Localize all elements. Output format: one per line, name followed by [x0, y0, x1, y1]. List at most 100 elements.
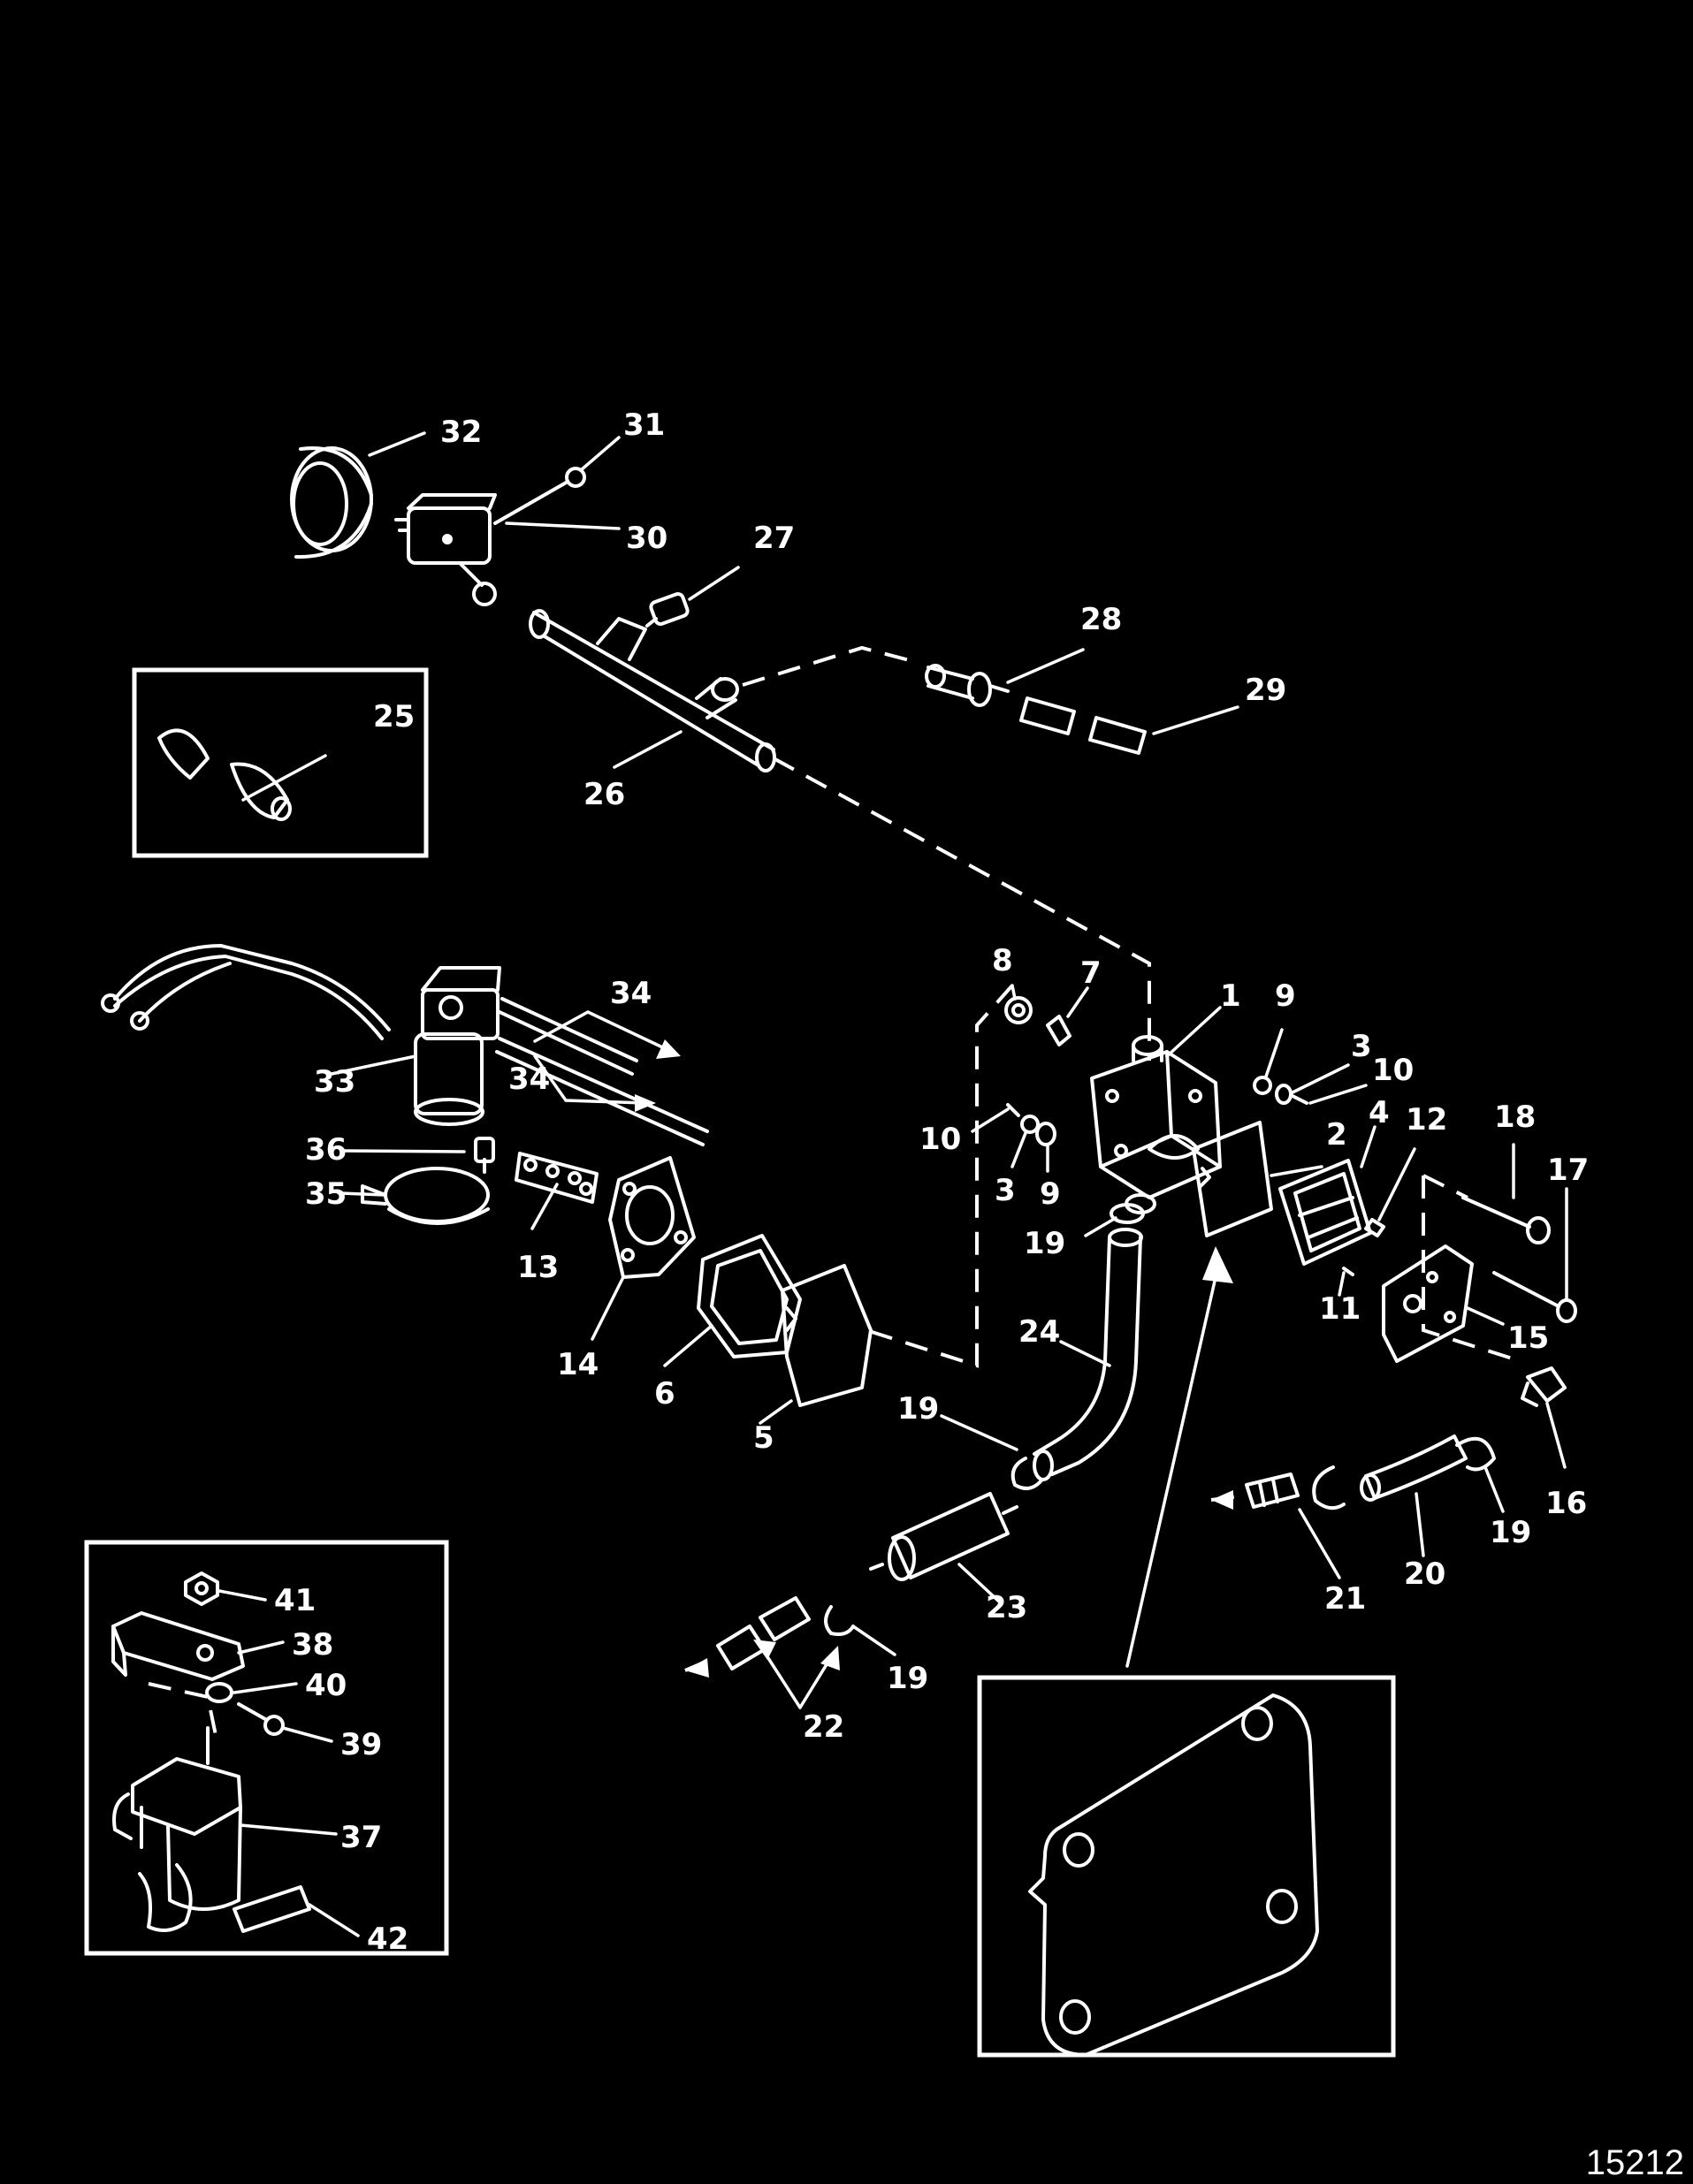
part-labels: 1 2 3 3 4 5 6 7 8 9 9 10 10 11 12 13 14 …	[274, 407, 1589, 1957]
inset-box-hose-25	[132, 667, 429, 858]
leader-lines	[217, 431, 1568, 1937]
part-42-hose	[138, 1863, 311, 1933]
part-33-electric-pump	[101, 944, 501, 1126]
label-1: 1	[1220, 978, 1241, 1014]
arrow-head-22-right	[820, 1646, 840, 1670]
part-2-diaphragm	[1192, 1121, 1273, 1237]
dashed-line-bracket-38	[148, 1682, 218, 1740]
label-20: 20	[1404, 1556, 1445, 1592]
part-8-washer	[1004, 996, 1033, 1024]
part-31-screw	[493, 467, 586, 525]
part-19-clamp-upper	[1110, 1203, 1145, 1224]
label-29: 29	[1245, 673, 1286, 708]
label-34-lower: 34	[508, 1062, 550, 1097]
label-15: 15	[1507, 1320, 1549, 1356]
label-3-right: 3	[1351, 1029, 1372, 1064]
part-19-clamp-bottom	[824, 1605, 855, 1636]
label-27: 27	[753, 521, 795, 556]
label-6: 6	[654, 1376, 675, 1412]
part-28-fitting	[925, 664, 1010, 707]
label-3-left: 3	[995, 1173, 1016, 1208]
part-17-bolt	[1492, 1271, 1577, 1323]
label-37: 37	[340, 1820, 382, 1855]
label-35: 35	[305, 1176, 347, 1212]
part-18-bolt	[1461, 1196, 1551, 1244]
part-13-gasket-strip	[515, 1152, 599, 1204]
part-24-hose	[1033, 1228, 1143, 1481]
label-12: 12	[1406, 1102, 1447, 1138]
part-27-fitting	[645, 591, 690, 628]
dashed-line-tee-to-pump	[773, 757, 1151, 1061]
label-4: 4	[1369, 1095, 1390, 1130]
label-11: 11	[1319, 1291, 1361, 1327]
part-19-clamp-mid	[1312, 1465, 1346, 1511]
label-17: 17	[1547, 1153, 1589, 1188]
label-23: 23	[986, 1590, 1027, 1625]
part-22-hose-pieces	[716, 1596, 811, 1670]
part-37-fuel-filter	[112, 1726, 242, 1911]
label-39: 39	[340, 1727, 382, 1762]
label-24: 24	[1018, 1314, 1060, 1350]
arrow-head-34-lower	[635, 1094, 656, 1112]
label-2: 2	[1326, 1117, 1347, 1153]
label-19-right: 19	[1490, 1515, 1531, 1550]
arrow-head-outlet	[685, 1658, 709, 1678]
part-41-nut	[184, 1571, 219, 1606]
figure-number: 15212	[1586, 2143, 1684, 2182]
label-34-upper: 34	[610, 976, 652, 1011]
part-20-hose	[1360, 1434, 1468, 1502]
dashed-line-hose-to-fitting	[742, 645, 920, 687]
inset-box-filter-37	[84, 1540, 449, 1956]
inset-box-gasket-detail	[977, 1675, 1396, 2058]
arrow-head-inlet	[1211, 1490, 1233, 1510]
label-21: 21	[1324, 1581, 1366, 1617]
label-33: 33	[314, 1064, 355, 1100]
part-14-adapter-plate	[608, 1156, 696, 1279]
label-22: 22	[803, 1709, 844, 1745]
part-36-screw	[474, 1137, 495, 1174]
label-5: 5	[753, 1420, 774, 1456]
part-1-fuel-pump	[1090, 1035, 1222, 1214]
part-30-switch	[394, 493, 497, 606]
part-12-11-valves	[1342, 1218, 1385, 1276]
label-10-left: 10	[919, 1122, 961, 1157]
dashed-line-cover-bolts	[1422, 1176, 1521, 1363]
label-42: 42	[367, 1921, 408, 1957]
label-25: 25	[373, 699, 415, 734]
part-25-hose-pieces	[157, 728, 292, 821]
dashed-line-bolt-18	[1422, 1174, 1468, 1199]
part-26-tee-hose	[529, 609, 776, 772]
label-38: 38	[292, 1627, 333, 1663]
part-23-inline-filter	[869, 1492, 1018, 1581]
label-9-left: 9	[1040, 1176, 1061, 1212]
part-29-hose-pieces	[1019, 696, 1147, 755]
gasket-detail-drawing	[1028, 1693, 1319, 2057]
label-19-upper: 19	[1024, 1226, 1065, 1261]
label-9-right: 9	[1275, 978, 1296, 1014]
label-28: 28	[1080, 602, 1122, 637]
part-21-fitting	[1245, 1472, 1300, 1509]
label-32: 32	[440, 415, 482, 450]
part-16-elbow	[1521, 1366, 1567, 1407]
part-5-diaphragm	[781, 1264, 873, 1407]
part-38-bracket	[111, 1611, 245, 1681]
part-39-screw	[237, 1702, 285, 1736]
label-8: 8	[992, 943, 1013, 978]
dashed-line-gasket-loop	[866, 984, 1014, 1368]
part-7-spring	[1046, 1015, 1071, 1046]
label-14: 14	[557, 1347, 599, 1382]
part-40-washer	[205, 1682, 233, 1703]
label-26: 26	[583, 777, 625, 812]
part-32-grommet	[290, 446, 373, 559]
label-36: 36	[305, 1132, 347, 1168]
label-30: 30	[626, 521, 667, 556]
label-31: 31	[623, 407, 665, 443]
label-13: 13	[517, 1250, 559, 1285]
label-18: 18	[1494, 1100, 1536, 1135]
label-16: 16	[1545, 1486, 1587, 1521]
arrow-head-34-upper	[656, 1039, 681, 1059]
part-10-3-9-left	[1006, 1103, 1056, 1146]
label-19-bottom: 19	[887, 1661, 928, 1696]
label-7: 7	[1080, 955, 1102, 991]
